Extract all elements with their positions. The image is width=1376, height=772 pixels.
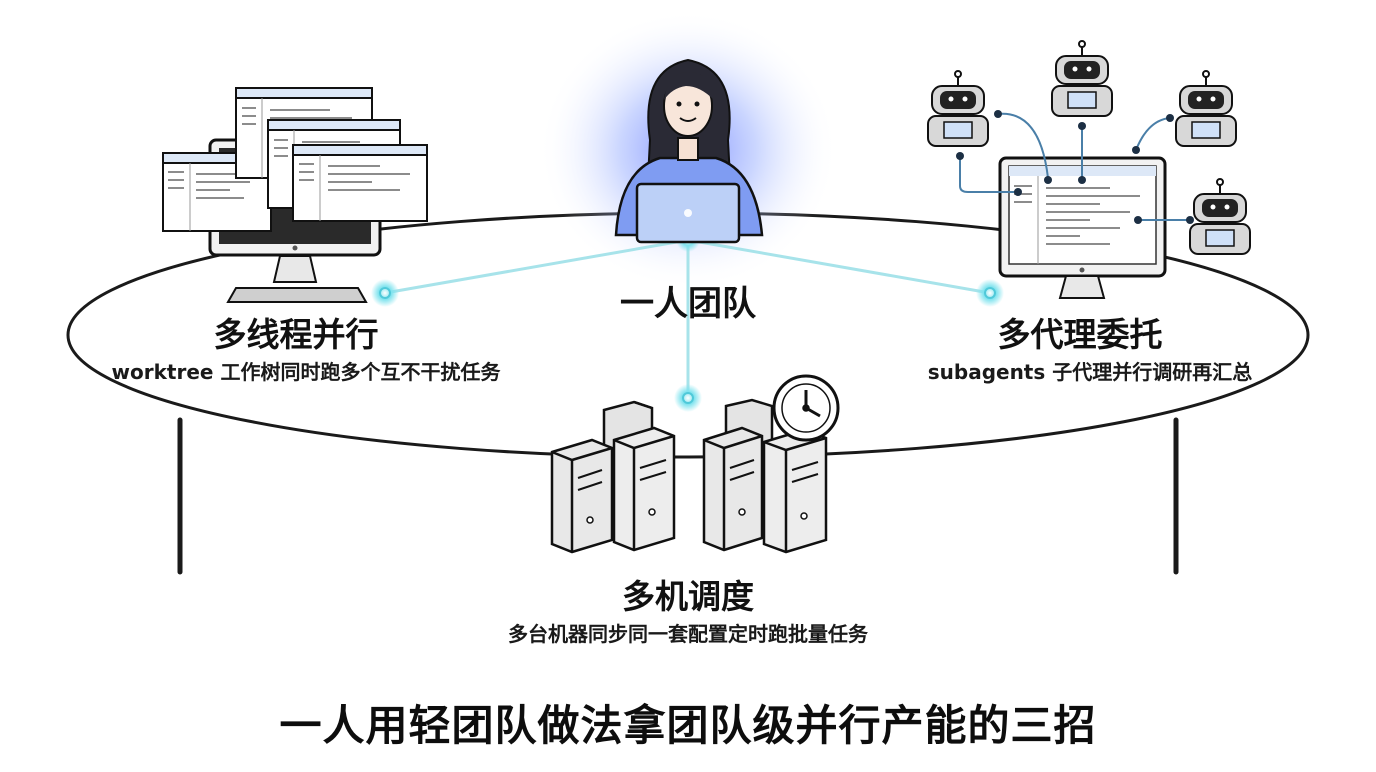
- center-label: 一人团队: [620, 284, 756, 324]
- monitor-windows-illustration: [162, 87, 428, 303]
- branch-title-multiagent: 多代理委托: [997, 315, 1163, 354]
- branch-subtitle-multithread: worktree 工作树同时跑多个互不干扰任务: [111, 360, 501, 384]
- clock-icon: [772, 374, 840, 442]
- person-illustration: [614, 58, 764, 244]
- branch-subtitle-multimachine: 多台机器同步同一套配置定时跑批量任务: [508, 622, 868, 646]
- branch-subtitle-multiagent: subagents 子代理并行调研再汇总: [927, 360, 1253, 384]
- monitor-robots-illustration: [927, 40, 1251, 299]
- servers-clock-illustration: [550, 374, 840, 554]
- branch-title-multithread: 多线程并行: [213, 315, 379, 354]
- connector-lines: [384, 238, 991, 398]
- main-heading: 一人用轻团队做法拿团队级并行产能的三招: [279, 701, 1097, 750]
- table-legs: [177, 417, 1179, 575]
- branch-title-multimachine: 多机调度: [622, 577, 754, 616]
